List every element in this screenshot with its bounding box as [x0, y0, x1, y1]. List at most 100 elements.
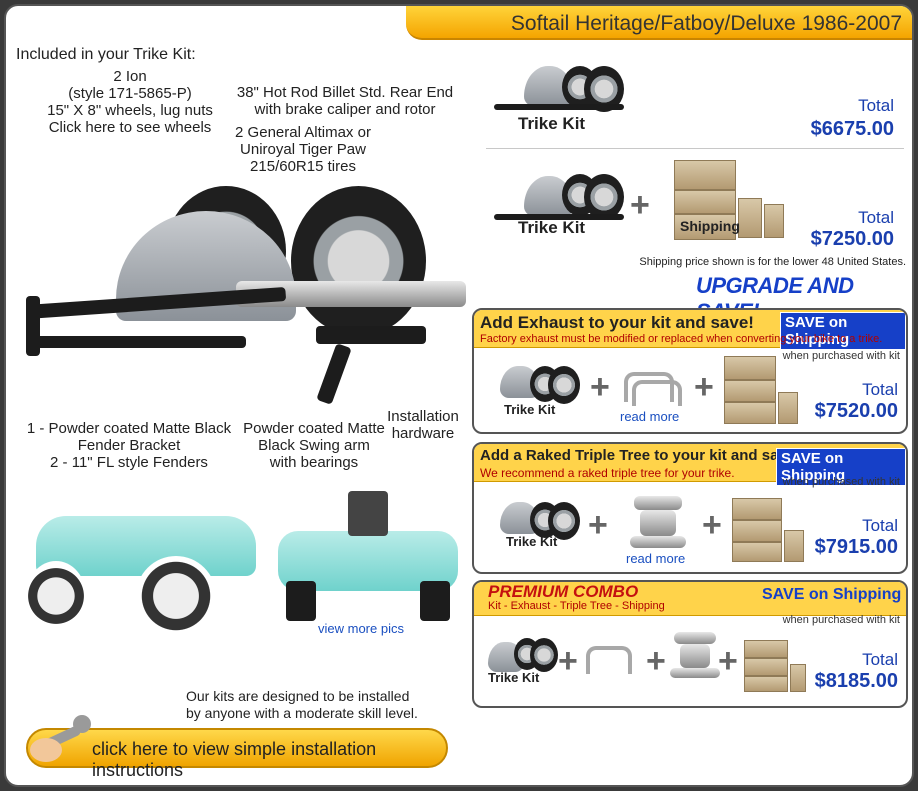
trike-tire — [420, 581, 450, 621]
offer-when-note: when purchased with kit — [782, 476, 900, 488]
included-title: Included in your Trike Kit: — [16, 46, 196, 63]
wheels-line: (style 171-5865-P) — [68, 85, 192, 102]
header-banner: Softail Heritage/Fatboy/Deluxe 1986-2007 — [406, 6, 912, 40]
trike-kit-label: Trike Kit — [488, 670, 540, 685]
wheels-description[interactable]: 2 Ion (style 171-5865-P) 15" X 8" wheels… — [30, 68, 230, 136]
save-shipping-badge: SAVE on Shipping — [762, 586, 902, 603]
shipping-box — [674, 214, 736, 240]
trike-wheel — [136, 556, 216, 636]
frame-bar — [26, 336, 246, 348]
swing-line: Powder coated Matte — [243, 420, 385, 437]
offer-header: PREMIUM COMBO SAVE on Shipping Kit - Exh… — [474, 582, 906, 616]
plus-icon: + — [590, 368, 610, 406]
kit-shipping-row: Trike Kit + Shipping Total $7250.00 — [484, 156, 904, 251]
total-label: Total — [862, 516, 898, 535]
shipping-box — [732, 498, 782, 520]
install-button-label: click here to view simple installation i… — [92, 739, 377, 780]
plus-icon: + — [558, 642, 578, 680]
trike-kit-label: Trike Kit — [504, 402, 556, 417]
kit-wheel — [530, 638, 558, 672]
hardware-line: hardware — [391, 425, 455, 442]
offer-when-note: when purchased with kit — [782, 614, 900, 626]
rear-end-description: 38" Hot Rod Billet Std. Rear End with br… — [220, 84, 470, 118]
shipping-box — [744, 676, 788, 692]
trike-kit-image — [16, 176, 466, 406]
tires-line: 215/60R15 tires — [250, 158, 356, 175]
shipping-label: Shipping — [680, 218, 740, 234]
offer-premium-combo[interactable]: PREMIUM COMBO SAVE on Shipping Kit - Exh… — [472, 580, 908, 708]
kit-only-row: Trike Kit Total $6675.00 — [484, 56, 904, 146]
installation-instructions-button[interactable]: click here to view simple installation i… — [26, 728, 448, 780]
kit-frame — [494, 214, 624, 220]
shipping-box — [724, 380, 776, 402]
shipping-box — [738, 198, 762, 238]
triple-tree — [674, 632, 716, 644]
offer-title: Add Exhaust to your kit and save! — [480, 313, 754, 332]
plus-icon: + — [694, 368, 714, 406]
rear-end-line: with brake caliper and rotor — [254, 101, 436, 118]
plus-icon: + — [702, 506, 722, 544]
save-shipping-badge: SAVE on Shipping — [780, 312, 906, 350]
trike-tire — [286, 581, 316, 621]
triple-tree — [630, 536, 686, 548]
hardware-description: Installation hardware — [378, 408, 468, 442]
exhaust-pipe — [632, 380, 682, 406]
hardware-line: Installation — [387, 408, 459, 425]
trike-photo-rear[interactable] — [268, 476, 468, 626]
shipping-box — [778, 392, 798, 424]
triple-tree — [634, 496, 682, 510]
trike-kit-label: Trike Kit — [518, 114, 586, 133]
swing-arm-description: Powder coated Matte Black Swing arm with… — [234, 420, 394, 471]
install-note: Our kits are designed to be installed by… — [186, 688, 446, 722]
shipping-box — [732, 520, 782, 542]
kit-wheel — [548, 502, 580, 540]
fender-line: Fender Bracket — [77, 437, 181, 454]
shipping-box — [790, 664, 806, 692]
shipping-box — [744, 640, 788, 658]
offer-title: Add a Raked Triple Tree to your kit and … — [480, 447, 801, 464]
kit-wheel — [584, 174, 624, 220]
see-wheels-link[interactable]: Click here to see wheels — [48, 119, 212, 136]
plus-icon: + — [588, 506, 608, 544]
offer-title: PREMIUM COMBO — [488, 582, 639, 601]
offer-exhaust[interactable]: Add Exhaust to your kit and save! SAVE o… — [472, 308, 908, 434]
shipping-box — [784, 530, 804, 562]
trike-photo-side[interactable] — [16, 476, 266, 636]
plus-icon: + — [630, 186, 650, 224]
kit-only-price: $6675.00 — [810, 118, 894, 140]
kit-shipping-price: $7250.00 — [810, 228, 894, 250]
triple-tree-read-more-link[interactable]: read more — [626, 551, 686, 566]
fender-description: 1 - Powder coated Matte Black Fender Bra… — [14, 420, 244, 471]
swing-line: with bearings — [269, 454, 359, 471]
tires-description: 2 General Altimax or Uniroyal Tiger Paw … — [218, 124, 388, 175]
triple-tree — [670, 668, 720, 678]
fender-line: 2 - 11" FL style Fenders — [50, 454, 208, 471]
offer-subtitle: Factory exhaust must be modified or repl… — [480, 333, 883, 345]
wheels-line: 2 Ion — [113, 68, 147, 85]
total-label: Total — [862, 650, 898, 669]
rear-wheel-right — [291, 186, 426, 336]
plus-icon: + — [718, 642, 738, 680]
shipping-box — [724, 356, 776, 380]
trike-kit-label: Trike Kit — [506, 534, 558, 549]
offer-header: Add a Raked Triple Tree to your kit and … — [474, 444, 906, 486]
view-more-pics-link[interactable]: view more pics — [318, 621, 404, 636]
offer-subtitle: Kit - Exhaust - Triple Tree - Shipping — [488, 600, 665, 612]
page-title: Softail Heritage/Fatboy/Deluxe 1986-2007 — [510, 12, 902, 35]
kit-wheel — [548, 366, 580, 404]
frame-bar — [26, 296, 40, 356]
offer-when-note: when purchased with kit — [782, 350, 900, 362]
trike-wheel — [26, 561, 86, 631]
fender-line: 1 - Powder coated Matte Black — [26, 420, 232, 437]
wheels-line: 15" X 8" wheels, lug nuts — [47, 102, 213, 119]
wrench-hand-icon — [30, 715, 91, 762]
sissy-bar — [348, 491, 388, 536]
offer-triple-tree[interactable]: Add a Raked Triple Tree to your kit and … — [472, 442, 908, 574]
install-note-line: by anyone with a moderate skill level. — [186, 705, 418, 721]
exhaust-read-more-link[interactable]: read more — [620, 409, 680, 424]
total-label: Total — [858, 208, 894, 227]
plus-icon: + — [646, 642, 666, 680]
save-shipping-badge: SAVE on Shipping — [776, 448, 906, 486]
total-label: Total — [858, 96, 894, 115]
tires-line: 2 General Altimax or — [235, 124, 371, 141]
